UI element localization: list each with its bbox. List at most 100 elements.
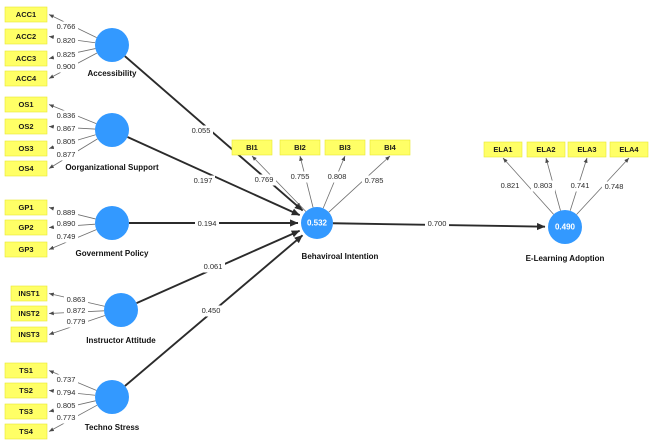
loading-value-os2: 0.867	[54, 123, 78, 135]
indicator-acc3: ACC3	[4, 50, 48, 67]
loading-arrow-bi1	[251, 155, 307, 212]
loading-text: 0.825	[57, 50, 76, 59]
construct-name: Techno Stress	[85, 423, 140, 432]
indicator-boxes-layer: ACC1ACC2ACC3ACC4OS1OS2OS3OS4GP1GP2GP3INS…	[4, 6, 649, 440]
loading-text: 0.803	[534, 181, 553, 190]
coefficient-text: 0.197	[194, 176, 213, 185]
indicator-label: ELA2	[536, 145, 555, 154]
loading-text: 0.794	[57, 388, 76, 397]
indicator-box	[231, 139, 273, 156]
loading-value-ts1: 0.737	[54, 374, 78, 386]
indicator-label: GP2	[18, 223, 33, 232]
loading-value-inst3: 0.779	[64, 316, 88, 328]
construct-circle	[95, 206, 129, 240]
loading-value-ela4: 0.748	[602, 181, 626, 193]
loading-value-os1: 0.836	[54, 110, 78, 122]
coefficient-bi-to-ela: 0.700	[425, 218, 449, 230]
loading-value-bi4: 0.785	[362, 175, 386, 187]
loading-value-acc4: 0.900	[54, 61, 78, 73]
loading-text: 0.890	[57, 219, 76, 228]
label-backdrop	[425, 218, 449, 230]
label-backdrop	[498, 180, 522, 192]
loading-text: 0.821	[501, 181, 520, 190]
indicator-acc4: ACC4	[4, 70, 48, 87]
loading-value-acc3: 0.825	[54, 49, 78, 61]
label-backdrop	[54, 218, 78, 230]
indicator-box	[10, 285, 48, 302]
construct-circle	[104, 293, 138, 327]
indicator-box	[4, 403, 48, 420]
indicator-box	[369, 139, 411, 156]
construct-name: Accessibility	[88, 69, 137, 78]
indicator-os1: OS1	[4, 96, 48, 113]
loading-text: 0.836	[57, 111, 76, 120]
label-backdrop	[201, 261, 225, 273]
construct-circle	[95, 380, 129, 414]
indicator-label: BI2	[294, 143, 306, 152]
label-backdrop	[199, 305, 223, 317]
coefficient-ts-to-bi: 0.450	[199, 305, 223, 317]
label-backdrop	[195, 218, 219, 230]
indicator-label: BI3	[339, 143, 351, 152]
loading-text: 0.877	[57, 150, 76, 159]
indicator-box	[4, 382, 48, 399]
indicator-acc1: ACC1	[4, 6, 48, 23]
label-backdrop	[54, 231, 78, 243]
loading-value-bi1: 0.769	[252, 174, 276, 186]
loading-value-ts2: 0.794	[54, 387, 78, 399]
construct-instructor-attitude: Instructor Attitude	[86, 293, 156, 345]
indicator-acc2: ACC2	[4, 28, 48, 45]
label-backdrop	[531, 180, 555, 192]
indicator-label: ACC4	[16, 74, 37, 83]
loading-text: 0.889	[57, 208, 76, 217]
indicator-gp2: GP2	[4, 219, 48, 236]
indicator-ela3: ELA3	[567, 141, 607, 158]
loading-value-gp1: 0.889	[54, 207, 78, 219]
label-backdrop	[54, 35, 78, 47]
indicator-label: BI4	[384, 143, 397, 152]
indicator-box	[279, 139, 321, 156]
label-backdrop	[54, 123, 78, 135]
loading-text: 0.872	[67, 306, 86, 315]
indicator-ela4: ELA4	[609, 141, 649, 158]
loading-text: 0.820	[57, 36, 76, 45]
construct-name: Oorganizational Support	[65, 163, 159, 172]
loading-arrow-ela1	[502, 157, 554, 215]
indicator-bi2: BI2	[279, 139, 321, 156]
loading-value-gp3: 0.749	[54, 231, 78, 243]
path-acc-to-bi	[124, 55, 304, 212]
indicator-label: INST3	[18, 330, 39, 339]
loading-text: 0.773	[57, 413, 76, 422]
loading-text: 0.867	[57, 124, 76, 133]
loading-value-ts4: 0.773	[54, 412, 78, 424]
label-backdrop	[54, 61, 78, 73]
indicator-label: TS2	[19, 386, 33, 395]
indicator-box	[567, 141, 607, 158]
loading-value-inst1: 0.863	[64, 294, 88, 306]
loading-text: 0.808	[328, 172, 347, 181]
coefficient-inst-to-bi: 0.061	[201, 261, 225, 273]
indicator-label: OS1	[18, 100, 33, 109]
indicator-label: OS2	[18, 122, 33, 131]
indicator-label: INST2	[18, 309, 39, 318]
coefficient-text: 0.450	[202, 306, 221, 315]
indicator-label: TS1	[19, 366, 33, 375]
coefficient-text: 0.055	[192, 126, 211, 135]
indicator-ela2: ELA2	[526, 141, 566, 158]
loading-text: 0.785	[365, 176, 384, 185]
indicator-label: GP3	[18, 245, 33, 254]
indicator-label: ACC2	[16, 32, 36, 41]
loading-value-acc2: 0.820	[54, 35, 78, 47]
loading-text: 0.769	[255, 175, 274, 184]
construct-circle	[95, 113, 129, 147]
label-backdrop	[54, 207, 78, 219]
loading-text: 0.748	[605, 182, 624, 191]
coefficient-acc-to-bi: 0.055	[189, 125, 213, 137]
construct-circle	[301, 207, 333, 239]
loading-value-ela3: 0.741	[568, 180, 592, 192]
label-backdrop	[54, 387, 78, 399]
indicator-bi1: BI1	[231, 139, 273, 156]
